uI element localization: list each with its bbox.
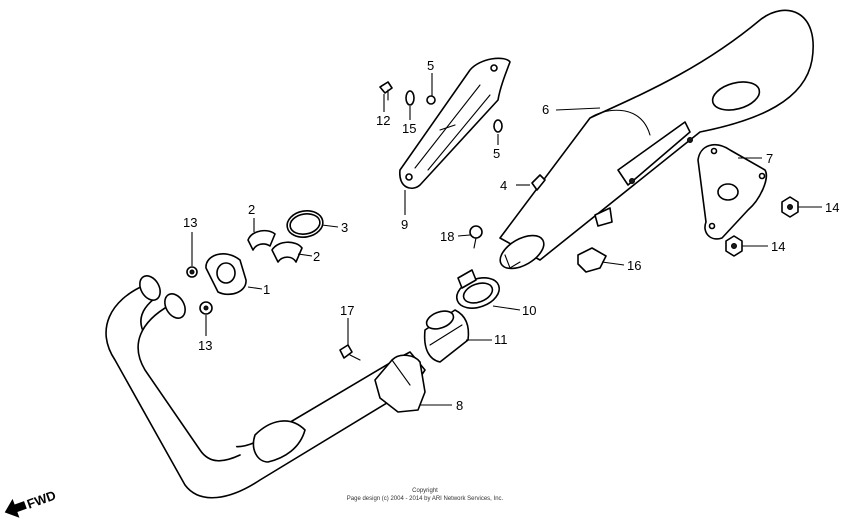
fwd-label: FWD bbox=[25, 487, 58, 511]
exhaust-joint-flange[interactable] bbox=[205, 253, 247, 296]
copyright-line-1: Copyright bbox=[412, 488, 438, 494]
callout-13-lower: 13 bbox=[198, 338, 212, 353]
callout-6: 6 bbox=[542, 102, 549, 117]
bolt-17[interactable] bbox=[339, 344, 361, 361]
callout-4: 4 bbox=[500, 178, 507, 193]
callout-7: 7 bbox=[766, 151, 773, 166]
exhaust-pipes[interactable] bbox=[105, 272, 426, 499]
callout-2-lower: 2 bbox=[313, 249, 320, 264]
nut-16[interactable] bbox=[577, 247, 607, 273]
callout-18: 18 bbox=[440, 229, 454, 244]
forward-arrow-icon bbox=[4, 498, 27, 518]
callout-10: 10 bbox=[522, 303, 536, 318]
callout-9: 9 bbox=[401, 217, 408, 232]
callout-8: 8 bbox=[456, 398, 463, 413]
nut-14-lower[interactable] bbox=[725, 235, 743, 257]
muffler-mount-bracket bbox=[617, 121, 691, 186]
callout-3: 3 bbox=[341, 220, 348, 235]
callout-5-upper: 5 bbox=[427, 58, 434, 73]
muffler-bracket[interactable] bbox=[697, 144, 767, 240]
callout-12: 12 bbox=[376, 113, 390, 128]
washer-4[interactable] bbox=[531, 174, 546, 191]
callout-13-upper: 13 bbox=[183, 215, 197, 230]
exhaust-pipe-collar-upper[interactable] bbox=[247, 229, 276, 251]
forward-direction-indicator: FWD bbox=[4, 487, 58, 518]
bolt-18[interactable] bbox=[469, 225, 483, 249]
callout-1: 1 bbox=[263, 282, 270, 297]
nut-5-upper[interactable] bbox=[426, 95, 436, 105]
callout-5-lower: 5 bbox=[493, 146, 500, 161]
exhaust-pipe-collar-lower[interactable] bbox=[271, 241, 303, 263]
bolt-12[interactable] bbox=[379, 81, 393, 101]
muffler[interactable] bbox=[495, 9, 814, 275]
callout-14-upper: 14 bbox=[825, 200, 839, 215]
callout-2-upper: 2 bbox=[248, 202, 255, 217]
joint-pipe[interactable] bbox=[423, 308, 470, 363]
callout-16: 16 bbox=[627, 258, 641, 273]
washer-15[interactable] bbox=[405, 90, 415, 106]
callout-14-lower: 14 bbox=[771, 239, 785, 254]
muffler-inlet bbox=[499, 234, 545, 270]
callout-17: 17 bbox=[340, 303, 354, 318]
muffler-outlet-hole bbox=[711, 81, 761, 111]
copyright-line-2: Page design (c) 2004 - 2014 by ARI Netwo… bbox=[347, 496, 504, 502]
flange-nut-upper[interactable] bbox=[186, 266, 198, 278]
heat-shield[interactable] bbox=[399, 57, 511, 189]
leader-lines bbox=[191, 73, 822, 406]
exhaust-clamp[interactable] bbox=[453, 269, 504, 314]
exhaust-gasket[interactable] bbox=[285, 208, 325, 240]
flange-nut-lower[interactable] bbox=[199, 301, 213, 315]
nut-14-upper[interactable] bbox=[781, 196, 799, 218]
nut-5-lower[interactable] bbox=[493, 119, 503, 133]
callout-11: 11 bbox=[494, 332, 508, 347]
callout-15: 15 bbox=[402, 121, 416, 136]
